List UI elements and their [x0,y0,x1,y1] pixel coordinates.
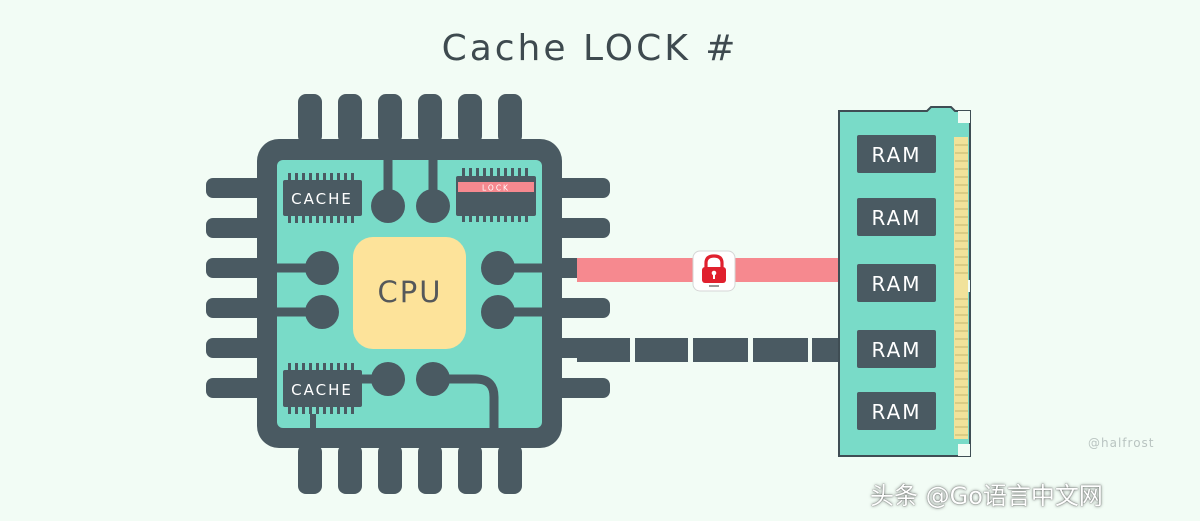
ram-chip-4: RAM [857,330,936,368]
chip-pads [305,189,515,396]
lock-icon [692,250,736,292]
ram-chip-2-label: RAM [871,206,921,230]
chip-top-pins [298,94,522,144]
lock-strip [458,182,534,192]
ram-chip-3: RAM [857,264,936,302]
ram-contact-pins [954,137,968,439]
ram-chip-3-label: RAM [871,272,921,296]
cpu-label: CPU [378,275,443,309]
ram-chip-1: RAM [857,135,936,173]
source-watermark: 头条 @Go语言中文网 [870,482,1103,510]
blocked-bus [577,338,839,362]
cache-bottom: CACHE [283,363,362,428]
ram-chip-1-label: RAM [871,143,921,167]
ram-chip-4-label: RAM [871,338,921,362]
chip-left-pins [206,178,266,398]
cache-bottom-label: CACHE [291,381,353,399]
author-credit: @halfrost [1088,436,1155,450]
ram-chip-2: RAM [857,198,936,236]
ram-chip-5-label: RAM [871,400,921,424]
ram-contact-lines [955,144,968,436]
ram-module: RAM RAM RAM RAM RAM [838,106,971,457]
lock-strip-label: LOCK [482,184,510,193]
diagram-title: Cache LOCK # [441,28,739,69]
cache-lock-block: LOCK [456,168,536,222]
cpu-block [353,237,466,349]
cache-top: CACHE [283,173,362,223]
cache-top-label: CACHE [291,190,353,208]
ram-chip-5: RAM [857,392,936,430]
chip-bottom-pins [298,444,522,494]
